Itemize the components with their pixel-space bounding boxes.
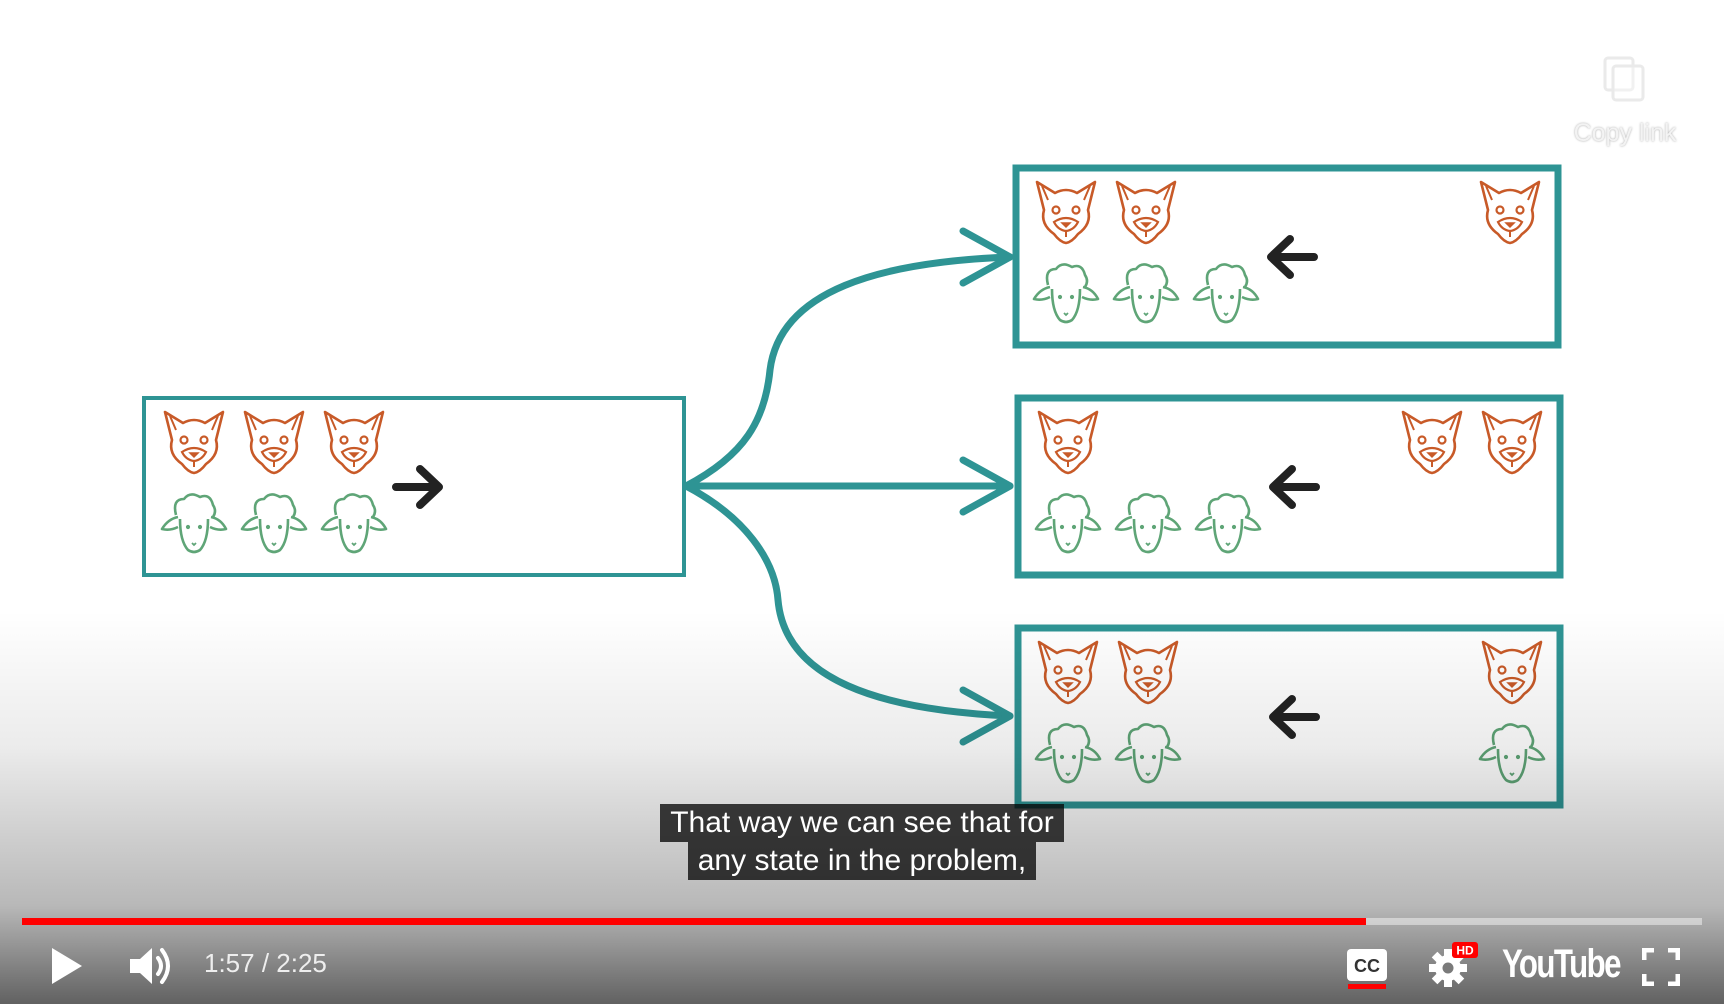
volume-icon: [130, 948, 170, 984]
gear-icon: HD: [1429, 942, 1478, 987]
start-state-left-wolf: [323, 410, 385, 475]
cc-label: CC: [1354, 956, 1380, 976]
next-state-1-box: [1012, 164, 1562, 349]
connector-arrowhead-2: [959, 456, 1014, 516]
subtitles-active-indicator: [1348, 984, 1386, 989]
next-state-1-boat-arrow: [1267, 235, 1318, 279]
start-state-left-wolf: [243, 410, 305, 475]
caption-line-2: any state in the problem,: [687, 842, 1037, 880]
start-state-left-sheep: [240, 493, 308, 554]
connector-arrowhead-1: [959, 227, 1014, 287]
control-bar: 1:57 / 2:25 CC: [0, 928, 1724, 1004]
start-state-left-wolf: [163, 410, 225, 475]
start-state-left-sheep: [320, 493, 388, 554]
copy-link-label: Copy link: [1573, 119, 1677, 147]
youtube-logo[interactable]: YouTube: [1502, 942, 1621, 986]
time-display: 1:57 / 2:25: [204, 948, 327, 979]
next-state-3-right-wolf: [1481, 640, 1543, 705]
caption-window: That way we can see that for any state i…: [0, 804, 1724, 880]
caption-line-1: That way we can see that for: [660, 804, 1064, 842]
next-state-2-right-wolf: [1401, 410, 1463, 475]
next-state-1-left-sheep: [1192, 263, 1260, 324]
connector-3: [682, 482, 1014, 720]
copy-link-button[interactable]: Copy link: [1560, 56, 1690, 148]
next-state-2-box: [1014, 394, 1564, 579]
play-button[interactable]: [48, 946, 84, 991]
start-state-left-sheep: [160, 493, 228, 554]
time-separator: /: [254, 948, 277, 978]
play-icon: [52, 948, 82, 984]
next-state-2-boat-arrow: [1269, 465, 1320, 509]
progress-played: [22, 918, 1366, 925]
hd-badge: HD: [1456, 944, 1474, 958]
next-state-3-left-wolf: [1117, 640, 1179, 705]
fullscreen-icon: [1641, 947, 1681, 987]
time-total: 2:25: [276, 948, 327, 978]
next-state-2-left-sheep: [1034, 493, 1102, 554]
next-state-1-left-wolf: [1035, 180, 1097, 245]
next-state-1-left-sheep: [1032, 263, 1100, 324]
copy-link-icon: [1560, 56, 1690, 109]
next-state-1-right-wolf: [1479, 180, 1541, 245]
next-state-2-left-sheep: [1114, 493, 1182, 554]
next-state-2-left-sheep: [1194, 493, 1262, 554]
connector-1: [682, 253, 1014, 490]
next-state-3-left-wolf: [1037, 640, 1099, 705]
fullscreen-button[interactable]: [1641, 947, 1681, 991]
next-state-3-left-sheep: [1034, 723, 1102, 784]
progress-bar[interactable]: [22, 918, 1702, 925]
next-state-3-left-sheep: [1114, 723, 1182, 784]
next-state-3-right-sheep: [1478, 723, 1546, 784]
next-state-1-left-wolf: [1115, 180, 1177, 245]
cc-icon: CC: [1347, 949, 1387, 981]
next-state-3-boat-arrow: [1269, 695, 1320, 739]
next-state-1-left-sheep: [1112, 263, 1180, 324]
volume-button[interactable]: [128, 944, 176, 993]
next-state-2-left-wolf: [1037, 410, 1099, 475]
time-current: 1:57: [204, 948, 255, 978]
subtitles-button[interactable]: CC: [1346, 948, 1388, 987]
start-state-boat-arrow: [392, 465, 443, 509]
next-state-2-right-wolf: [1481, 410, 1543, 475]
settings-button[interactable]: HD: [1426, 942, 1480, 993]
